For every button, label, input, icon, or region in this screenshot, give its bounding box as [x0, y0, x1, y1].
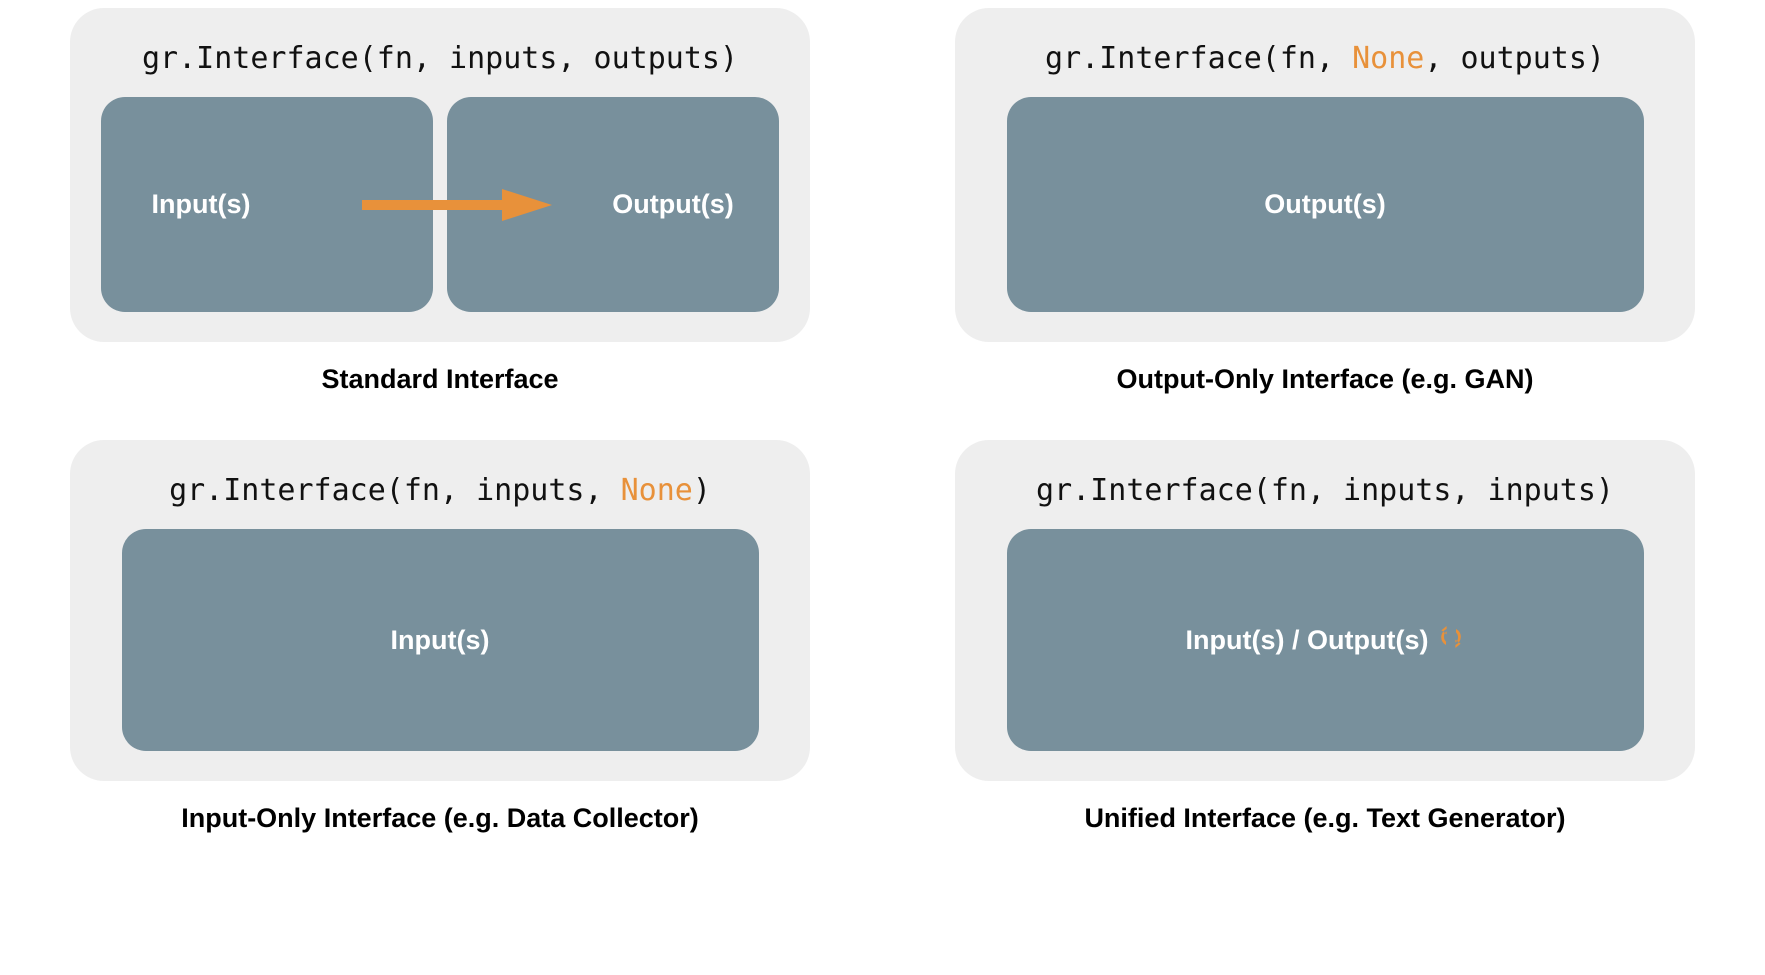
code-text-suffix: , outputs)	[1424, 41, 1605, 76]
block-inputs-label: Input(s)	[151, 189, 251, 219]
panel-unified-interface: gr.Interface(fn, inputs, inputs) Input(s…	[885, 440, 1765, 834]
code-signature-input-only: gr.Interface(fn, inputs, None)	[169, 474, 711, 507]
block-inputs[interactable]: Input(s)	[121, 529, 759, 751]
block-row-input-only: Input(s)	[100, 529, 780, 751]
card-standard-interface: gr.Interface(fn, inputs, outputs) Input(…	[70, 8, 810, 342]
block-row-output-only: Output(s)	[985, 97, 1665, 312]
block-outputs[interactable]: Output(s)	[447, 97, 779, 312]
card-output-only-interface: gr.Interface(fn, None, outputs) Output(s…	[955, 8, 1695, 342]
code-text: gr.Interface(fn, inputs, inputs)	[1036, 473, 1614, 508]
block-outputs[interactable]: Output(s)	[1006, 97, 1644, 312]
cycle-icon	[1438, 624, 1464, 657]
caption-input-only-interface: Input-Only Interface (e.g. Data Collecto…	[181, 803, 699, 833]
block-outputs-label: Output(s)	[1264, 189, 1386, 219]
code-text-suffix: )	[692, 473, 711, 508]
panel-input-only-interface: gr.Interface(fn, inputs, None) Input(s) …	[0, 440, 880, 834]
code-text-prefix: gr.Interface(fn,	[1045, 41, 1353, 76]
code-token-none: None	[1352, 41, 1425, 76]
caption-output-only-interface: Output-Only Interface (e.g. GAN)	[1116, 364, 1534, 394]
code-text-prefix: gr.Interface(fn, inputs,	[169, 473, 621, 508]
block-inputs-label: Input(s)	[390, 624, 490, 655]
panel-standard-interface: gr.Interface(fn, inputs, outputs) Input(…	[0, 8, 880, 395]
block-inputs-outputs-label: Input(s) / Output(s)	[1185, 624, 1429, 655]
block-inputs[interactable]: Input(s)	[101, 97, 433, 312]
code-signature-output-only: gr.Interface(fn, None, outputs)	[1045, 42, 1605, 75]
panel-output-only-interface: gr.Interface(fn, None, outputs) Output(s…	[885, 8, 1765, 395]
block-outputs-label: Output(s)	[612, 189, 734, 219]
code-signature-standard: gr.Interface(fn, inputs, outputs)	[142, 42, 738, 75]
card-input-only-interface: gr.Interface(fn, inputs, None) Input(s)	[70, 440, 810, 781]
caption-unified-interface: Unified Interface (e.g. Text Generator)	[1084, 803, 1566, 833]
block-divider	[433, 97, 447, 312]
block-row-standard: Input(s) Output(s)	[100, 97, 780, 312]
block-row-unified: Input(s) / Output(s)	[985, 529, 1665, 751]
code-text: gr.Interface(fn, inputs, outputs)	[141, 41, 739, 76]
code-token-none: None	[620, 473, 693, 508]
block-inputs-outputs[interactable]: Input(s) / Output(s)	[1006, 529, 1644, 751]
code-signature-unified: gr.Interface(fn, inputs, inputs)	[1036, 474, 1614, 507]
caption-standard-interface: Standard Interface	[321, 364, 559, 394]
card-unified-interface: gr.Interface(fn, inputs, inputs) Input(s…	[955, 440, 1695, 781]
